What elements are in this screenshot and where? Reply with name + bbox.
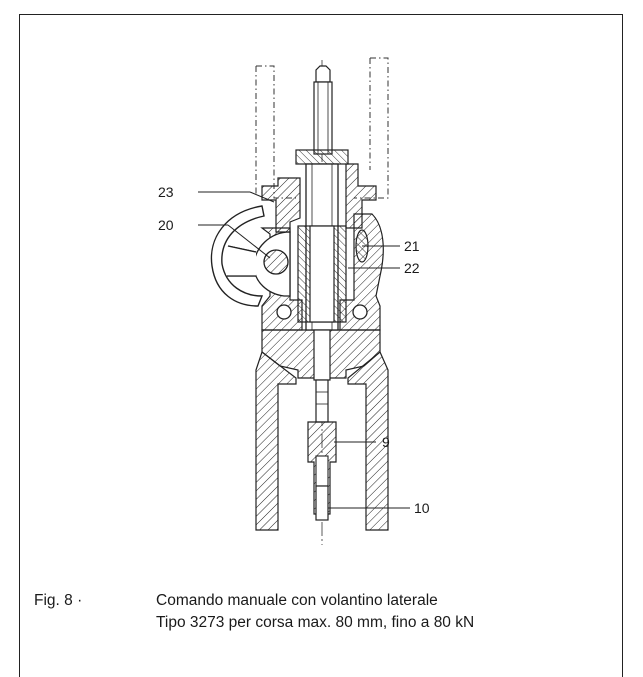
upper-collar (295, 149, 349, 165)
worm-shaft (263, 249, 289, 275)
lower-stem (313, 329, 331, 381)
leader-20b (227, 224, 271, 259)
upper-housing-left (261, 177, 301, 233)
callout-9: 9 (382, 434, 390, 450)
plug-stem-10 (315, 485, 329, 521)
caption-line-1: Comando manuale con volantino laterale (156, 592, 438, 609)
callout-20: 20 (158, 217, 174, 233)
technical-drawing: 23 20 21 22 9 10 (158, 57, 430, 545)
phantom-outline-left (256, 65, 296, 199)
yoke-leg-right (347, 351, 389, 531)
handwheel-rim (210, 205, 265, 307)
frame-border-right (622, 14, 623, 677)
caption-line-2: Tipo 3273 per corsa max. 80 mm, fino a 8… (156, 614, 475, 631)
leader-23b (249, 191, 275, 203)
callout-10: 10 (414, 500, 430, 516)
stem-top (313, 81, 333, 155)
caption-figure-number: Fig. 8 · (34, 592, 83, 609)
coupling-inner (315, 455, 329, 487)
handwheel-spoke-upper-b (227, 245, 257, 253)
callout-23: 23 (158, 184, 174, 200)
stem-connector (315, 379, 329, 423)
bearing-left (276, 304, 292, 320)
callout-22: 22 (404, 260, 420, 276)
frame-border-left (19, 14, 20, 677)
phantom-outline-right (354, 57, 389, 199)
caption-indent (34, 612, 156, 634)
stem-top-tip (315, 65, 331, 83)
yoke-leg-left (255, 351, 297, 531)
spindle-core (309, 225, 335, 323)
figure-caption: Fig. 8 · Comando manuale con volantino l… (34, 590, 614, 634)
bearing-right (352, 304, 368, 320)
upper-housing-right (345, 163, 377, 229)
callout-21: 21 (404, 238, 420, 254)
frame-border-top (19, 14, 623, 15)
handwheel-spoke-fill (226, 246, 256, 276)
